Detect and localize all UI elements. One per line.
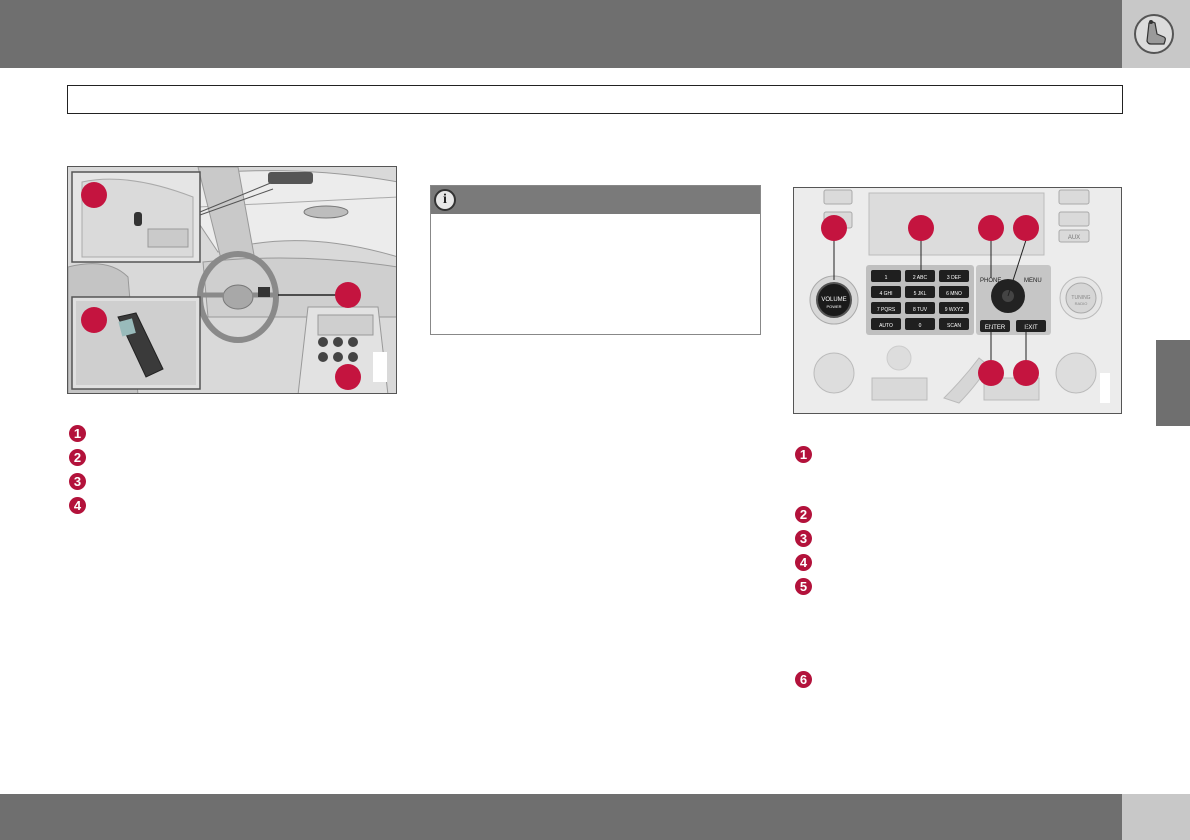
note-header: i	[431, 186, 760, 214]
callout-3	[335, 282, 361, 308]
list-marker-5: 5	[795, 578, 812, 595]
list-marker-2: 2	[795, 506, 812, 523]
note-box: i	[430, 185, 761, 335]
keypad-key	[939, 302, 969, 314]
keypad-key-label: 9 WXYZ	[945, 307, 964, 313]
callout-4	[1013, 215, 1039, 241]
callout-2	[908, 215, 934, 241]
header-bar	[0, 0, 1122, 68]
callout-4	[335, 364, 361, 390]
enter-label: ENTER	[985, 325, 1006, 331]
menu-label: MENU	[1024, 278, 1042, 284]
keypad-key-label: 2 ABC	[913, 275, 928, 281]
audio-control-panel-illustration: AUX 1 2 ABC 3 DEF 4 GHI 5 JKL 6 MNO 7 PQRS 8 TU…	[793, 187, 1122, 414]
keypad-key	[871, 318, 901, 330]
keypad-key-label: AUTO	[879, 323, 893, 329]
list-marker-3: 3	[795, 530, 812, 547]
keypad-key-label: 4 GHI	[879, 291, 892, 297]
keypad-key-label: 1	[885, 275, 888, 281]
section-title-box	[67, 85, 1123, 114]
list-marker-3: 3	[69, 473, 86, 490]
callout-1	[81, 182, 107, 208]
exit-label: EXIT	[1024, 325, 1038, 331]
keypad-key	[871, 302, 901, 314]
keypad-key	[939, 286, 969, 298]
page-number-box	[1122, 794, 1190, 840]
keypad-key	[905, 286, 935, 298]
keypad-key	[939, 270, 969, 282]
info-icon: i	[434, 189, 456, 211]
volume-label: VOLUME	[821, 297, 846, 303]
keypad-key	[905, 302, 935, 314]
list-marker-1: 1	[795, 446, 812, 463]
tuning-label: TUNING	[1071, 295, 1090, 301]
section-tab[interactable]	[1156, 340, 1190, 426]
keypad-key-label: 5 JKL	[914, 291, 927, 297]
keypad-key	[905, 318, 935, 330]
callout-6	[1013, 360, 1039, 386]
keypad-key-label: 3 DEF	[947, 275, 961, 281]
callout-5	[978, 360, 1004, 386]
callout-1	[821, 215, 847, 241]
keypad-key-label: 7 PQRS	[877, 307, 896, 313]
footer-bar	[0, 794, 1122, 840]
keypad-key	[871, 270, 901, 282]
keypad-key	[871, 286, 901, 298]
list-marker-1: 1	[69, 425, 86, 442]
seat-icon	[1134, 14, 1174, 54]
keypad-key-label: SCAN	[947, 323, 961, 329]
callout-3	[978, 215, 1004, 241]
list-marker-4: 4	[795, 554, 812, 571]
keypad-key	[939, 318, 969, 330]
keypad-key	[905, 270, 935, 282]
car-interior-illustration	[67, 166, 397, 394]
keypad-key-label: 0	[919, 323, 922, 329]
callout-2	[81, 307, 107, 333]
radio-label: RADIO	[1075, 301, 1088, 306]
list-marker-6: 6	[795, 671, 812, 688]
keypad-key-label: 8 TUV	[913, 307, 928, 313]
aux-label: AUX	[1068, 235, 1080, 241]
phone-label: PHONE	[980, 278, 1001, 284]
power-label: POWER	[826, 304, 841, 309]
list-marker-2: 2	[69, 449, 86, 466]
keypad-key-label: 6 MNO	[946, 291, 962, 297]
list-marker-4: 4	[69, 497, 86, 514]
